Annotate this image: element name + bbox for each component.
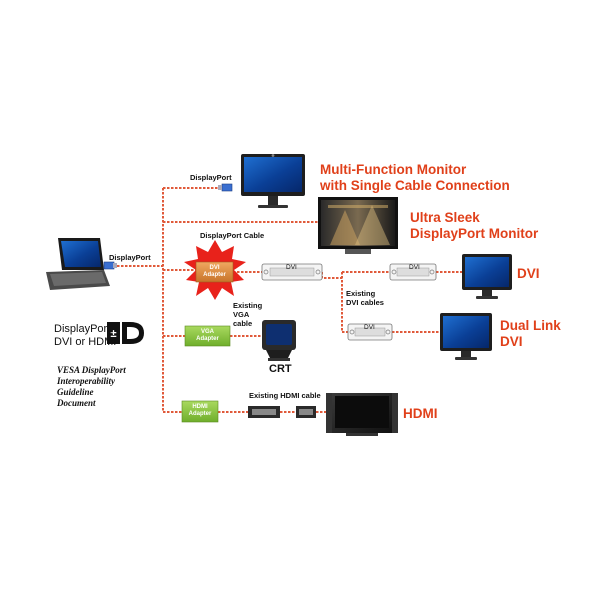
dvi-connector-icon: [389, 263, 437, 281]
crt-icon: [262, 320, 296, 361]
dvi-connector-label-2: DVI: [409, 264, 420, 271]
svg-text:±: ±: [110, 328, 116, 340]
dvi-connector-label-3: DVI: [364, 324, 375, 331]
logo-caption: DisplayPort,DVI or HDMI: [54, 323, 117, 348]
hdmi-connector-icon: [248, 406, 280, 418]
displayport-label-laptop: DisplayPort: [109, 253, 151, 262]
cable-dvi-split: [321, 272, 342, 279]
monitor-icon: [440, 313, 492, 360]
crt-label: CRT: [269, 363, 292, 375]
displayport-cable-label: DisplayPort Cable: [200, 231, 265, 240]
dvi-connector-icon: [347, 323, 393, 341]
dvi-connector-icon: [261, 263, 323, 281]
existing-hdmi-label: Existing HDMI cable: [249, 391, 321, 400]
hdmi-adapter: [181, 400, 219, 423]
dp-logo-icon: ±: [107, 322, 144, 344]
title-dvi: DVI: [517, 266, 540, 281]
hdmi-connector-icon: [296, 406, 316, 418]
dvi-adapter: [184, 240, 246, 300]
monitor-icon: [241, 154, 305, 208]
displayport-plug-icon: [103, 261, 117, 270]
vesa-document-caption: VESA DisplayPort Interoperability Guidel…: [57, 365, 126, 408]
monitor-icon: [462, 254, 512, 299]
laptop-icon: [46, 238, 110, 290]
title-hdmi: HDMI: [403, 406, 438, 421]
monitor-icon: [318, 197, 398, 254]
dvi-connector-label-1: DVI: [286, 264, 297, 271]
displayport-label-top: DisplayPort: [190, 173, 232, 182]
displayport-plug-icon: [218, 183, 233, 192]
vga-adapter: [184, 325, 231, 347]
tv-icon: [326, 393, 398, 436]
cables: [105, 187, 462, 413]
